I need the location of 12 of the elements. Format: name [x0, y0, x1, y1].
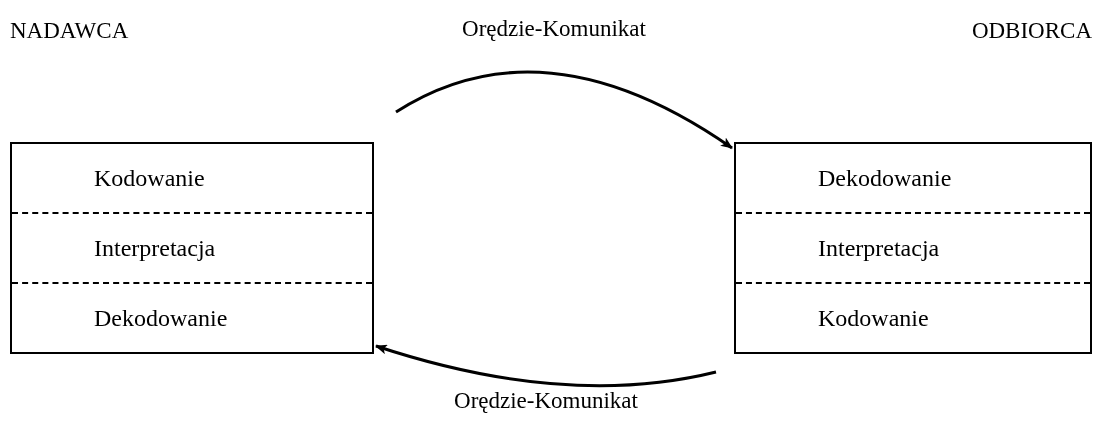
- step-label: Interpretacja: [94, 234, 216, 262]
- curved-arrow: [375, 344, 717, 388]
- role-heading: NADAWCA: [10, 18, 129, 44]
- process-box: [10, 142, 374, 354]
- step-label: Kodowanie: [818, 304, 929, 332]
- step-label: Kodowanie: [94, 164, 205, 192]
- process-box: [734, 142, 1092, 354]
- curved-arrow: [395, 70, 733, 150]
- role-heading: ODBIORCA: [971, 18, 1092, 44]
- step-label: Interpretacja: [818, 234, 940, 262]
- step-label: Dekodowanie: [94, 304, 228, 332]
- step-label: Dekodowanie: [818, 164, 952, 192]
